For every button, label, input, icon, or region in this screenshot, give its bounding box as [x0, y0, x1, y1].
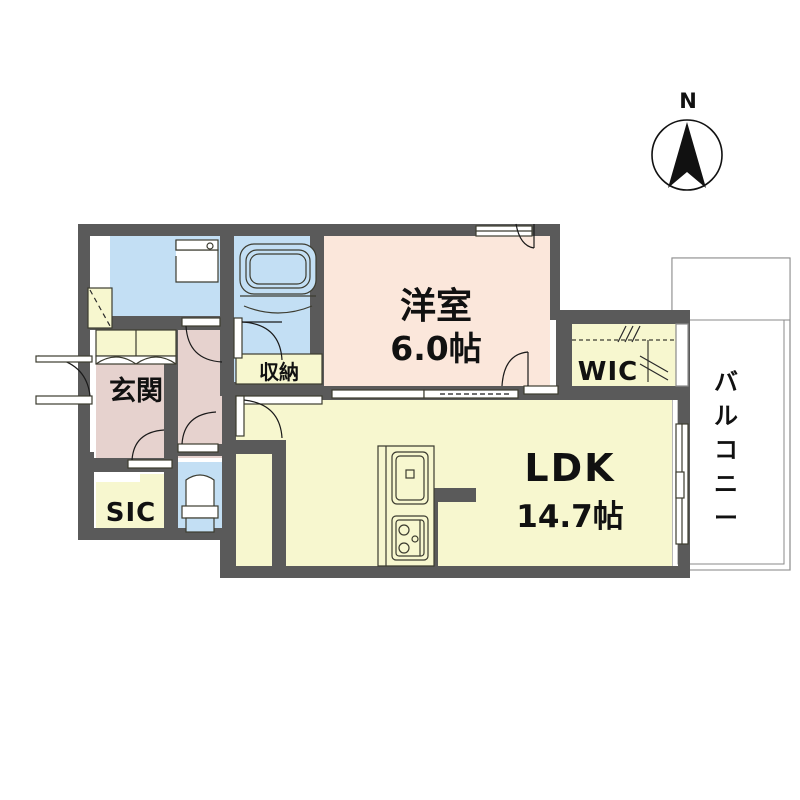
closet-box: [235, 353, 323, 405]
closet-label: 収納: [259, 360, 299, 384]
toilet-icon: [181, 474, 219, 533]
window-icon: [475, 223, 535, 249]
wall-wic-top: [560, 310, 690, 392]
sic-label: SIC: [106, 498, 156, 528]
bedroom-sliding-door: [331, 389, 519, 399]
wic-window: [675, 323, 689, 387]
ldk-name-label: LDK: [524, 446, 615, 490]
bathtub-icon: [239, 243, 317, 314]
fixtures-layer: [35, 223, 689, 567]
balcony-char-2: コ: [714, 436, 738, 464]
bedroom-area-label: 6.0帖: [390, 329, 481, 368]
wall-top-outer: [78, 224, 560, 236]
wall-toilet-bottom: [164, 528, 236, 540]
wall-sic-right: [164, 452, 178, 538]
bedroom-floor: [324, 236, 550, 400]
hanger-rod-icon: [572, 325, 678, 382]
ldk-floor: [224, 400, 672, 575]
compass-rose: N: [651, 89, 723, 191]
wic-label: WIC: [578, 357, 638, 387]
kitchen-counter: [377, 445, 435, 567]
north-arrow-icon: [668, 122, 706, 188]
balcony-char-0: バ: [714, 368, 738, 396]
wall-hall-right: [272, 440, 286, 568]
compass-north-label: N: [679, 89, 697, 113]
sic-floor: [96, 474, 176, 538]
bedroom-name-label: 洋室: [400, 286, 472, 327]
washroom-door: [181, 317, 223, 363]
wall-bath-left: [220, 236, 234, 396]
wall-hall-left: [222, 396, 236, 576]
vanity-sink-icon: [175, 239, 219, 283]
balcony-upper-extension: [671, 257, 791, 321]
bath-door: [233, 317, 283, 361]
hall-door: [235, 395, 283, 439]
wall-hall-top: [222, 440, 284, 454]
wic-door: [501, 351, 559, 395]
wall-sic-left: [78, 452, 94, 540]
entrance-door-icon: [35, 355, 93, 405]
entrance-label: 玄関: [109, 375, 163, 407]
wall-wic-left: [556, 320, 570, 392]
shoe-cabinet-icon: [95, 329, 177, 365]
balcony-label: バ ル コ ニ ー: [714, 368, 738, 532]
balcony-char-4: ー: [714, 504, 738, 532]
wall-wic-bottom: [560, 386, 690, 400]
balcony-char-3: ニ: [714, 470, 738, 498]
sliding-door-icon: [675, 423, 689, 545]
wall-bottom-outer: [220, 566, 690, 578]
wall-bedroom-right: [540, 224, 560, 320]
ldk-area-label: 14.7帖: [516, 499, 624, 535]
sic-door: [127, 429, 173, 469]
balcony-area: [671, 257, 791, 571]
stove-two-burner-icon: [391, 515, 429, 561]
balcony-char-1: ル: [714, 402, 738, 430]
toilet-door: [177, 411, 219, 453]
niche-hatch-icon: [87, 287, 113, 329]
wall-kitchen-nib: [424, 488, 476, 502]
